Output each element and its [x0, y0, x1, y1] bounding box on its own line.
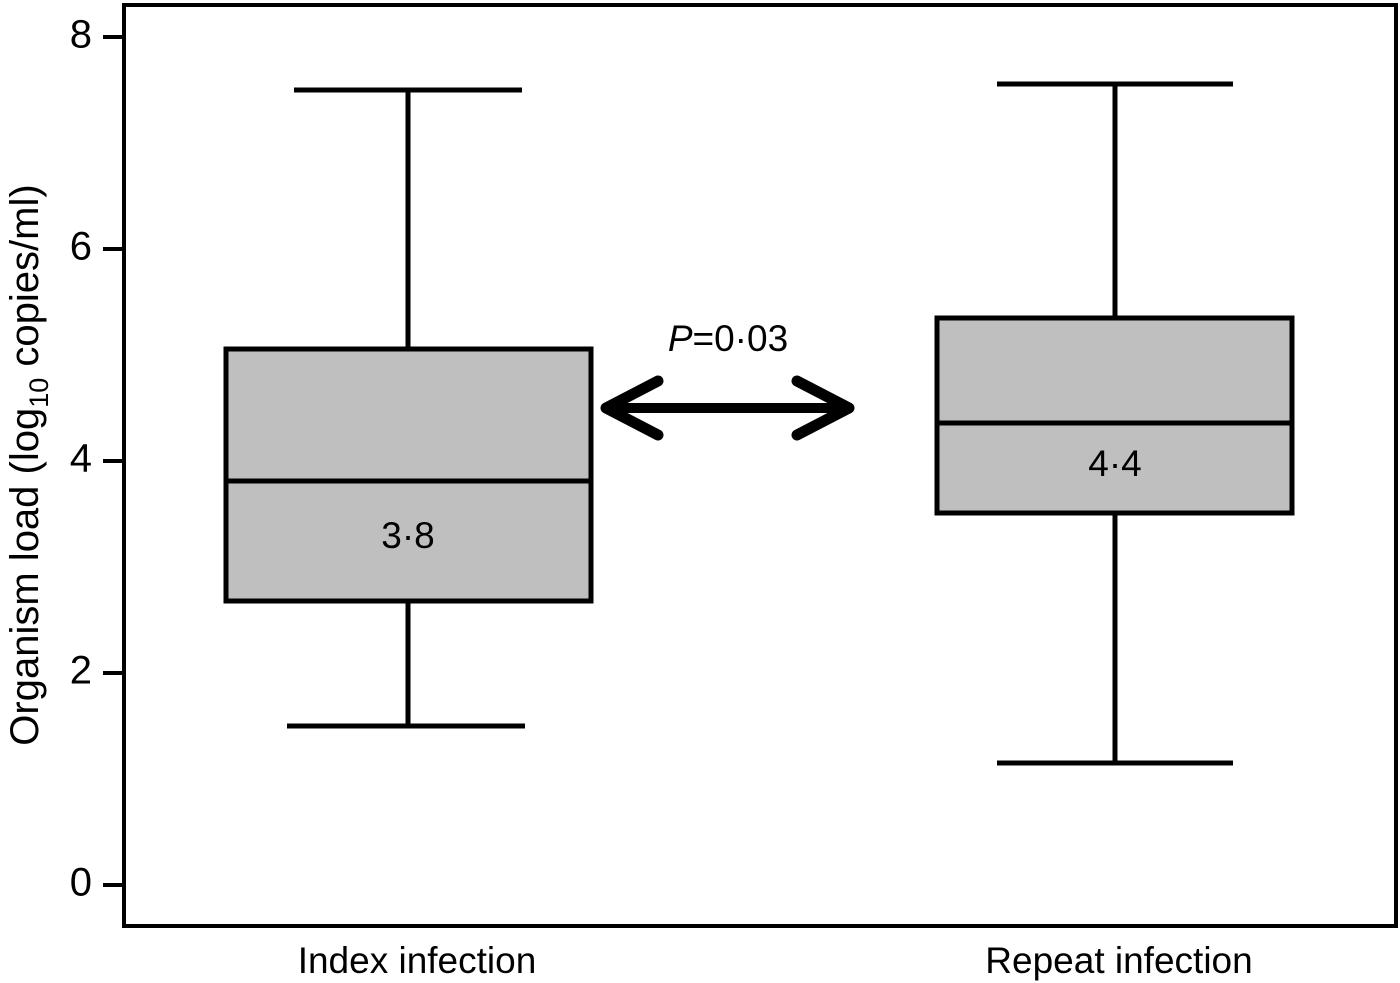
y-axis-tick-labels: 8 6 4 2 0: [70, 13, 92, 905]
y-tick-label-2: 2: [70, 649, 92, 693]
p-value-italic-p: P: [668, 318, 693, 359]
svg-text:Organism load (log10 copies/ml: Organism load (log10 copies/ml): [3, 184, 54, 745]
y-axis-ticks: [103, 35, 124, 887]
p-value-annotation: P=0·03: [600, 318, 855, 441]
x-axis-category-labels: Index infection Repeat infection: [298, 940, 1253, 981]
y-tick-label-4: 4: [70, 437, 92, 481]
arrow-head-left: [600, 375, 664, 441]
median-value-label-index: 3·8: [381, 515, 434, 556]
median-value-label-repeat: 4·4: [1088, 443, 1141, 484]
box-repeat[interactable]: [934, 315, 1295, 516]
category-label-index-infection: Index infection: [298, 940, 537, 981]
y-tick-label-6: 6: [70, 225, 92, 269]
category-label-repeat-infection: Repeat infection: [985, 940, 1252, 981]
p-value-text: P=0·03: [668, 318, 788, 359]
box-index[interactable]: [223, 346, 594, 604]
y-axis-title-suffix: copies/ml): [3, 184, 47, 377]
box-plot-index-infection[interactable]: 3·8: [223, 87, 594, 729]
y-axis-title-subscript: 10: [24, 378, 54, 408]
y-axis-title-prefix: Organism load (log: [3, 408, 47, 746]
box-plot-repeat-infection[interactable]: 4·4: [934, 81, 1295, 766]
y-axis-title: Organism load (log10 copies/ml): [3, 184, 54, 745]
y-tick-label-8: 8: [70, 13, 92, 57]
y-tick-label-0: 0: [70, 861, 92, 905]
arrow-head-right: [791, 375, 855, 441]
p-value-rest: =0·03: [693, 318, 789, 359]
double-headed-arrow-icon: [600, 375, 855, 441]
